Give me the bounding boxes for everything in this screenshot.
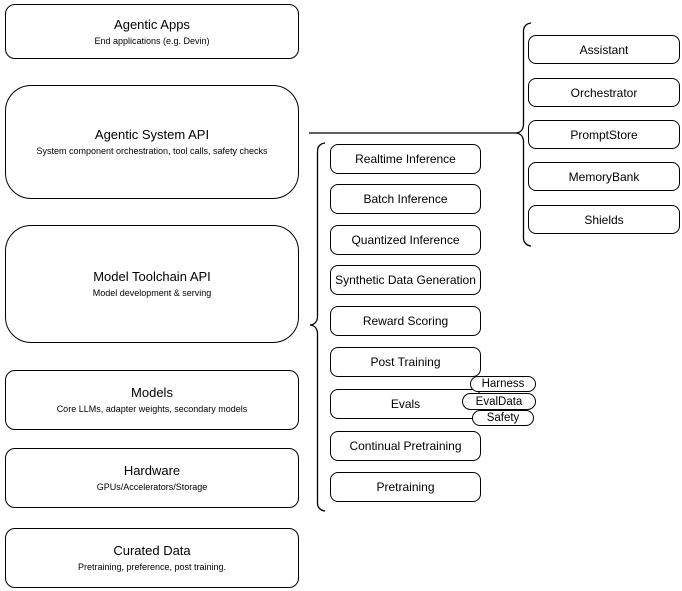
node-label: Synthetic Data Generation	[335, 273, 476, 287]
node-realtime-inference: Realtime Inference	[330, 144, 481, 174]
node-post-training: Post Training	[330, 347, 481, 377]
node-reward-scoring: Reward Scoring	[330, 306, 481, 336]
node-title: Agentic System API	[94, 127, 210, 142]
node-title: Models	[131, 385, 173, 400]
node-subtitle: End applications (e.g. Devin)	[94, 35, 210, 46]
node-label: Post Training	[370, 355, 441, 369]
node-title: Agentic Apps	[114, 16, 190, 32]
tag-label: EvalData	[475, 395, 523, 408]
node-subtitle: Pretraining, preference, post training.	[77, 562, 227, 572]
node-pretraining: Pretraining	[330, 472, 481, 502]
tag-evaldata: EvalData	[462, 393, 536, 410]
toolchain-group-brace	[309, 142, 326, 512]
node-label: Reward Scoring	[362, 314, 449, 328]
node-title: Model Toolchain API	[93, 269, 211, 284]
node-orchestrator: Orchestrator	[528, 78, 680, 107]
node-agentic-system-api: Agentic System API System component orch…	[5, 85, 299, 199]
tag-label: Harness	[481, 378, 525, 390]
node-label: Assistant	[579, 42, 629, 57]
node-agentic-apps: Agentic Apps End applications (e.g. Devi…	[5, 4, 299, 59]
node-title: Hardware	[123, 463, 181, 478]
node-batch-inference: Batch Inference	[330, 184, 481, 214]
node-model-toolchain-api: Model Toolchain API Model development & …	[5, 225, 299, 343]
node-subtitle: System component orchestration, tool cal…	[36, 146, 268, 156]
node-subtitle: Core LLMs, adapter weights, secondary mo…	[56, 404, 248, 414]
node-evals: Evals	[330, 389, 481, 419]
node-memorybank: MemoryBank	[528, 162, 680, 191]
node-continual-pretraining: Continual Pretraining	[330, 431, 481, 461]
node-label: Orchestrator	[570, 85, 638, 100]
node-synthetic-data-generation: Synthetic Data Generation	[330, 265, 481, 295]
node-label: MemoryBank	[568, 169, 640, 184]
node-label: Pretraining	[376, 480, 435, 494]
node-subtitle: GPUs/Accelerators/Storage	[96, 482, 208, 492]
node-label: Shields	[584, 212, 624, 227]
node-curated-data: Curated Data Pretraining, preference, po…	[5, 528, 299, 588]
node-assistant: Assistant	[528, 35, 680, 64]
tag-label: Safety	[486, 412, 520, 424]
node-label: Continual Pretraining	[349, 439, 462, 453]
node-subtitle: Model development & serving	[92, 288, 212, 298]
node-label: Realtime Inference	[355, 152, 456, 166]
node-models: Models Core LLMs, adapter weights, secon…	[5, 370, 299, 430]
node-title: Curated Data	[113, 543, 191, 558]
node-label: Batch Inference	[363, 192, 448, 206]
node-shields: Shields	[528, 205, 680, 234]
node-hardware: Hardware GPUs/Accelerators/Storage	[5, 448, 299, 508]
tag-harness: Harness	[470, 376, 536, 392]
node-label: PromptStore	[570, 127, 638, 142]
node-label: Evals	[390, 397, 421, 411]
node-promptstore: PromptStore	[528, 120, 680, 149]
node-quantized-inference: Quantized Inference	[330, 225, 481, 255]
tag-safety: Safety	[472, 410, 534, 426]
node-label: Quantized Inference	[351, 233, 460, 247]
